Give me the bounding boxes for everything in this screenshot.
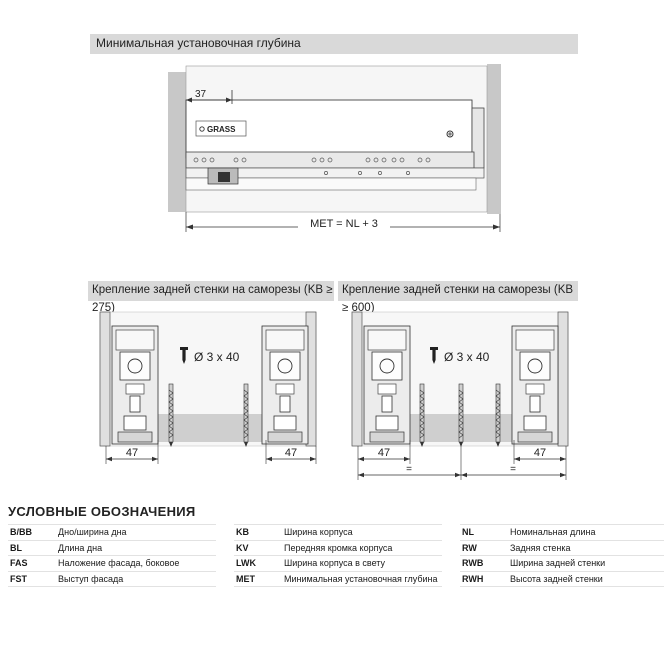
cabinet-side-panel (168, 72, 186, 212)
legend-desc: Минимальная установочная глубина (284, 573, 438, 584)
screw-1 (419, 383, 425, 448)
legend-column-1: B/BB Дно/ширина дна BL Длина дна FAS Наложе… (8, 524, 216, 587)
grass-logo-box (195, 120, 247, 137)
legend-desc: Номинальная длина (510, 527, 596, 537)
left-dimension-label-wide: 47 (378, 447, 390, 459)
legend-abbr: RW (462, 542, 477, 553)
mount-panel-275: Ø 3 x 40 47 47 (99, 311, 317, 464)
runner-bottom-rail (185, 177, 477, 191)
legend-desc: Длина дна (58, 542, 103, 553)
screw-size-label-wide: Ø 3 x 40 (444, 350, 490, 364)
legend-row: RW Задняя стенка (460, 541, 664, 556)
legend-abbr: RWB (462, 558, 484, 568)
legend-row: KB Ширина корпуса (234, 524, 442, 541)
legend-desc: Выступ фасада (58, 573, 124, 584)
right-dimension-label: 47 (285, 447, 297, 459)
runner-holes (193, 157, 431, 175)
screw-3 (495, 383, 501, 448)
legend-abbr: FST (10, 573, 27, 584)
legend-desc: Ширина корпуса в свету (284, 558, 386, 568)
legend-row: FST Выступ фасада (8, 572, 216, 587)
legend-desc: Наложение фасада, боковое (58, 558, 180, 568)
legend-row: LWK Ширина корпуса в свету (234, 556, 442, 572)
legend-row: RWB Ширина задней стенки (460, 556, 664, 572)
runner-bracket-left-wide (363, 325, 411, 445)
cabinet-back-panel (487, 64, 501, 214)
offset-dimension-label: 37 (195, 89, 207, 100)
front-lock-mechanism (207, 167, 239, 185)
legend-desc: Ширина задней стенки (510, 558, 606, 568)
legend-desc: Дно/ширина дна (58, 527, 127, 537)
legend-abbr: NL (462, 527, 474, 537)
legend-row: KV Передняя кромка корпуса (234, 541, 442, 556)
equal-mark-right: = (510, 464, 516, 475)
grass-logo-text: GRASS (207, 125, 236, 134)
screw-right (243, 383, 249, 448)
legend-row: RWH Высота задней стенки (460, 572, 664, 587)
section-title-min-depth: Минимальная установочная глубина (90, 34, 578, 54)
legend-abbr: FAS (10, 558, 28, 568)
legend-abbr: KV (236, 542, 249, 553)
right-dimension-label-wide: 47 (534, 447, 546, 459)
legend-desc: Высота задней стенки (510, 573, 603, 584)
screw-marker-icon (446, 130, 454, 138)
legend-column-2: KB Ширина корпуса KV Передняя кромка корпу… (234, 524, 442, 587)
screw-left (168, 383, 174, 448)
legend-row: B/BB Дно/ширина дна (8, 524, 216, 541)
screw-2 (458, 383, 464, 448)
legend-abbr: KB (236, 527, 249, 537)
mount-panel-600: Ø 3 x 40 47 47 = = (351, 311, 569, 480)
legend-desc: Задняя стенка (510, 542, 571, 553)
legend-abbr: B/BB (10, 527, 32, 537)
grass-logo-icon (199, 126, 205, 132)
legend-desc: Ширина корпуса (284, 527, 353, 537)
met-formula-label: MET = NL + 3 (310, 218, 378, 230)
left-dimension-label: 47 (126, 447, 138, 459)
legend-row: NL Номинальная длина (460, 524, 664, 541)
section-title-mount-275: Крепление задней стенки на саморезы (KB … (88, 281, 334, 314)
legend-row: MET Минимальная установочная глубина (234, 572, 442, 587)
legend-abbr: LWK (236, 558, 256, 568)
runner-bracket-right (261, 325, 309, 445)
runner-bracket-right-wide (511, 325, 559, 445)
legend-title: УСЛОВНЫЕ ОБОЗНАЧЕНИЯ (8, 504, 196, 519)
legend-abbr: RWH (462, 573, 484, 584)
legend-row: BL Длина дна (8, 541, 216, 556)
legend-column-3: NL Номинальная длина RW Задняя стенка RWB Ш… (460, 524, 664, 587)
legend-abbr: MET (236, 573, 255, 584)
legend-row: FAS Наложение фасада, боковое (8, 556, 216, 572)
screw-size-label: Ø 3 x 40 (194, 350, 240, 364)
equal-mark-left: = (406, 464, 412, 475)
legend-desc: Передняя кромка корпуса (284, 542, 393, 553)
runner-bracket-left (111, 325, 159, 445)
section-title-mount-600: Крепление задней стенки на саморезы (KB … (338, 281, 578, 314)
legend-abbr: BL (10, 542, 22, 553)
